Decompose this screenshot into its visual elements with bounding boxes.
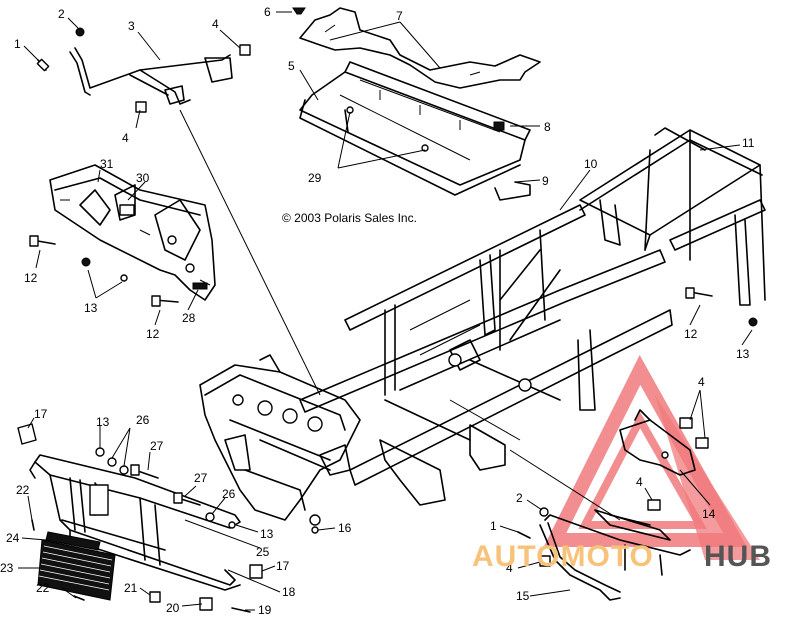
part-9-bracket (494, 181, 531, 201)
callout-4d: 4 (698, 375, 705, 389)
callout-2: 2 (58, 7, 65, 21)
callout-11: 11 (742, 136, 755, 150)
callout-1: 1 (14, 37, 21, 51)
main-frame (299, 127, 766, 506)
callout-2b: 2 (516, 491, 523, 505)
callout-24: 24 (6, 531, 20, 545)
callout-1b: 1 (490, 519, 497, 533)
part-7-plate (299, 7, 541, 89)
part-15-rear-bumper (539, 509, 691, 601)
callout-17a: 17 (34, 407, 48, 421)
callout-29: 29 (308, 171, 322, 185)
copyright-text: © 2003 Polaris Sales Inc. (282, 211, 417, 225)
callout-22a: 22 (16, 483, 30, 497)
callout-25: 25 (256, 545, 270, 559)
part-31-crossmember (49, 164, 216, 301)
callout-20: 20 (166, 601, 180, 615)
part-14-bracket (619, 409, 696, 476)
callout-7: 7 (396, 9, 403, 23)
callout-23: 23 (0, 561, 14, 575)
watermark-text-left: AUTOMOTO (472, 540, 654, 573)
callout-26a: 26 (136, 413, 150, 427)
callout-5: 5 (288, 59, 295, 73)
part-23-grille (37, 539, 116, 601)
callout-numbers: 1 2 3 4 4 5 6 7 8 9 10 11 12 12 12 13 13… (0, 5, 755, 617)
callout-13b: 13 (736, 347, 750, 361)
callout-18: 18 (282, 585, 296, 599)
callout-13d: 13 (260, 527, 274, 541)
callout-12b: 12 (146, 327, 160, 341)
callout-27b: 27 (194, 471, 208, 485)
callout-16: 16 (338, 521, 352, 535)
front-bulkhead (199, 354, 361, 526)
callout-19: 19 (258, 603, 272, 617)
fasteners (17, 7, 758, 613)
watermark-text-right: HUB (704, 540, 772, 573)
callout-10: 10 (584, 157, 598, 171)
callout-6: 6 (264, 5, 271, 19)
part-3-bracket (69, 47, 233, 105)
callout-15: 15 (516, 589, 530, 603)
callout-4e: 4 (636, 475, 643, 489)
callout-12c: 12 (684, 327, 698, 341)
callout-22b: 22 (36, 581, 50, 595)
callout-4b: 4 (122, 131, 129, 145)
watermark-text: AUTOMOTO HUB (472, 540, 772, 573)
callout-8: 8 (544, 120, 551, 134)
callout-13a: 13 (84, 301, 98, 315)
callout-17b: 17 (276, 559, 290, 573)
callout-9: 9 (542, 174, 549, 188)
callout-12a: 12 (24, 271, 38, 285)
leader-lines (18, 11, 753, 611)
part-5-tray (299, 61, 531, 196)
callout-27a: 27 (150, 439, 164, 453)
callout-31: 31 (100, 157, 114, 171)
callout-14: 14 (702, 507, 716, 521)
callout-3: 3 (128, 19, 135, 33)
callout-13c: 13 (96, 415, 110, 429)
callout-30: 30 (136, 171, 150, 185)
callout-21: 21 (124, 581, 138, 595)
callout-28: 28 (182, 311, 196, 325)
callout-4: 4 (212, 17, 219, 31)
part-24-mount (45, 531, 101, 551)
callout-26b: 26 (222, 487, 236, 501)
part-25-bumper (29, 454, 241, 591)
callout-4c: 4 (506, 561, 513, 575)
